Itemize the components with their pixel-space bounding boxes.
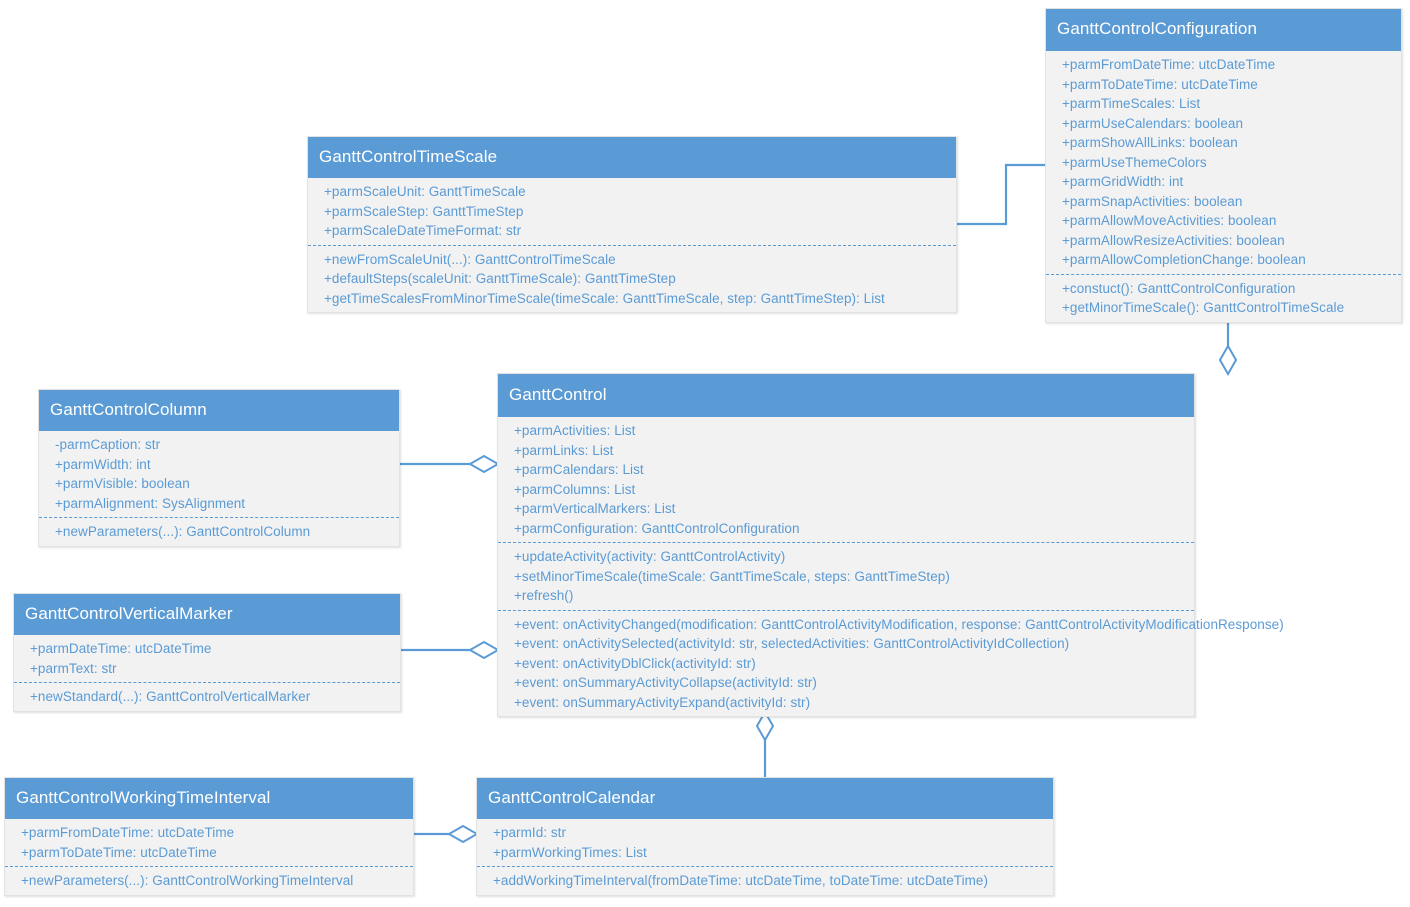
methods-section-timescale: +newFromScaleUnit(...): GanttControlTime… (308, 244, 956, 313)
class-title-configuration: GanttControlConfiguration (1046, 9, 1401, 52)
attribute-row: +parmVerticalMarkers: List (514, 501, 676, 517)
attributes-section-ganttcontrol: +parmActivities: List +parmLinks: List +… (498, 417, 1194, 542)
class-title-timescale: GanttControlTimeScale (308, 137, 956, 179)
class-title-workingtime: GanttControlWorkingTimeInterval (5, 778, 413, 820)
class-box-gantt-control[interactable]: GanttControl +parmActivities: List +parm… (497, 373, 1284, 718)
methods-section-calendar: +addWorkingTimeInterval(fromDateTime: ut… (477, 866, 1053, 895)
method-row: +setMinorTimeScale(timeScale: GanttTimeS… (514, 568, 950, 584)
attribute-row: +parmSnapActivities: boolean (1062, 193, 1243, 209)
class-title-column: GanttControlColumn (39, 390, 399, 432)
methods-section-column: +newParameters(...): GanttControlColumn (39, 517, 399, 546)
attribute-row: +parmVisible: boolean (55, 476, 190, 492)
attribute-row: +parmToDateTime: utcDateTime (21, 844, 217, 860)
aggregation-diamond-verticalmarker (467, 640, 501, 660)
event-row: +event: onActivityDblClick(activityId: s… (514, 655, 756, 671)
attribute-row: +parmUseCalendars: boolean (1062, 115, 1244, 131)
attribute-row: +parmWorkingTimes: List (493, 844, 647, 860)
event-row: +event: onSummaryActivityExpand(activity… (514, 694, 811, 710)
connector-configuration-ganttcontrol (1218, 320, 1238, 377)
class-title-verticalmarker: GanttControlVerticalMarker (14, 594, 400, 636)
connector-column-ganttcontrol (400, 454, 501, 474)
method-row: +constuct(): GanttControlConfiguration (1062, 280, 1296, 296)
attribute-row: +parmAllowMoveActivities: boolean (1062, 213, 1277, 229)
class-box-gantt-control-vertical-marker[interactable]: GanttControlVerticalMarker +parmDateTime… (13, 593, 401, 712)
class-box-gantt-control-column[interactable]: GanttControlColumn -parmCaption: str +pa… (38, 389, 400, 547)
event-row: +event: onActivitySelected(activityId: s… (514, 636, 1070, 652)
attribute-row: +parmId: str (493, 825, 566, 841)
methods-section-verticalmarker: +newStandard(...): GanttControlVerticalM… (14, 682, 400, 711)
class-box-gantt-control-configuration[interactable]: GanttControlConfiguration +parmFromDateT… (1045, 8, 1402, 323)
connector-calendar-ganttcontrol (755, 709, 775, 778)
attribute-row: +parmShowAllLinks: boolean (1062, 135, 1238, 151)
attributes-section-verticalmarker: +parmDateTime: utcDateTime +parmText: st… (14, 635, 400, 682)
class-box-gantt-control-time-scale[interactable]: GanttControlTimeScale +parmScaleUnit: Ga… (307, 136, 957, 314)
attribute-row: +parmAllowCompletionChange: boolean (1062, 252, 1306, 268)
aggregation-diamond-configuration (1218, 343, 1238, 377)
class-title-calendar: GanttControlCalendar (477, 778, 1053, 820)
attribute-row: +parmColumns: List (514, 481, 636, 497)
attribute-row: +parmActivities: List (514, 423, 636, 439)
aggregation-diamond-column (467, 454, 501, 474)
class-box-gantt-control-calendar[interactable]: GanttControlCalendar +parmId: str +parmW… (476, 777, 1054, 896)
attribute-row: +parmText: str (30, 660, 117, 676)
method-row: +newParameters(...): GanttControlColumn (55, 524, 311, 540)
attribute-row: +parmScaleDateTimeFormat: str (324, 223, 522, 239)
method-row: +newFromScaleUnit(...): GanttControlTime… (324, 251, 616, 267)
attribute-row: +parmFromDateTime: utcDateTime (21, 825, 235, 841)
events-section-ganttcontrol: +event: onActivityChanged(modification: … (498, 609, 1284, 717)
attributes-section-calendar: +parmId: str +parmWorkingTimes: List (477, 819, 1053, 866)
attribute-row: +parmAllowResizeActivities: boolean (1062, 232, 1285, 248)
methods-section-ganttcontrol: +updateActivity(activity: GanttControlAc… (498, 542, 1194, 610)
event-row: +event: onSummaryActivityCollapse(activi… (514, 675, 817, 691)
attribute-row: +parmAlignment: SysAlignment (55, 495, 246, 511)
class-title-ganttcontrol: GanttControl (498, 374, 1194, 418)
attribute-row: +parmToDateTime: utcDateTime (1062, 76, 1258, 92)
connector-workingtime-calendar (414, 824, 480, 844)
attribute-row: +parmDateTime: utcDateTime (30, 641, 212, 657)
method-row: +refresh() (514, 588, 574, 604)
attributes-section-workingtime: +parmFromDateTime: utcDateTime +parmToDa… (5, 819, 413, 866)
method-row: +addWorkingTimeInterval(fromDateTime: ut… (493, 873, 989, 889)
attribute-row: -parmCaption: str (55, 437, 161, 453)
attributes-section-timescale: +parmScaleUnit: GanttTimeScale +parmScal… (308, 178, 956, 245)
connector-verticalmarker-ganttcontrol (401, 640, 501, 660)
attribute-row: +parmUseThemeColors (1062, 154, 1207, 170)
attribute-row: +parmTimeScales: List (1062, 96, 1201, 112)
attribute-row: +parmWidth: int (55, 456, 151, 472)
method-row: +getTimeScalesFromMinorTimeScale(timeSca… (324, 290, 885, 306)
attributes-section-configuration: +parmFromDateTime: utcDateTime +parmToDa… (1046, 51, 1401, 274)
attribute-row: +parmGridWidth: int (1062, 174, 1184, 190)
method-row: +getMinorTimeScale(): GanttControlTimeSc… (1062, 300, 1345, 316)
event-row: +event: onActivityChanged(modification: … (514, 616, 1284, 632)
attributes-section-column: -parmCaption: str +parmWidth: int +parmV… (39, 431, 399, 517)
attribute-row: +parmConfiguration: GanttControlConfigur… (514, 520, 800, 536)
attribute-row: +parmScaleUnit: GanttTimeScale (324, 184, 526, 200)
method-row: +newParameters(...): GanttControlWorking… (21, 873, 354, 889)
methods-section-workingtime: +newParameters(...): GanttControlWorking… (5, 866, 413, 895)
aggregation-diamond-workingtime (446, 824, 480, 844)
attribute-row: +parmLinks: List (514, 442, 614, 458)
method-row: +updateActivity(activity: GanttControlAc… (514, 549, 786, 565)
attribute-row: +parmFromDateTime: utcDateTime (1062, 57, 1276, 73)
methods-section-configuration: +constuct(): GanttControlConfiguration +… (1046, 273, 1401, 322)
attribute-row: +parmCalendars: List (514, 462, 644, 478)
class-box-gantt-control-working-time-interval[interactable]: GanttControlWorkingTimeInterval +parmFro… (4, 777, 414, 896)
method-row: +newStandard(...): GanttControlVerticalM… (30, 689, 311, 705)
attribute-row: +parmScaleStep: GanttTimeStep (324, 203, 524, 219)
method-row: +defaultSteps(scaleUnit: GanttTimeScale)… (324, 271, 676, 287)
